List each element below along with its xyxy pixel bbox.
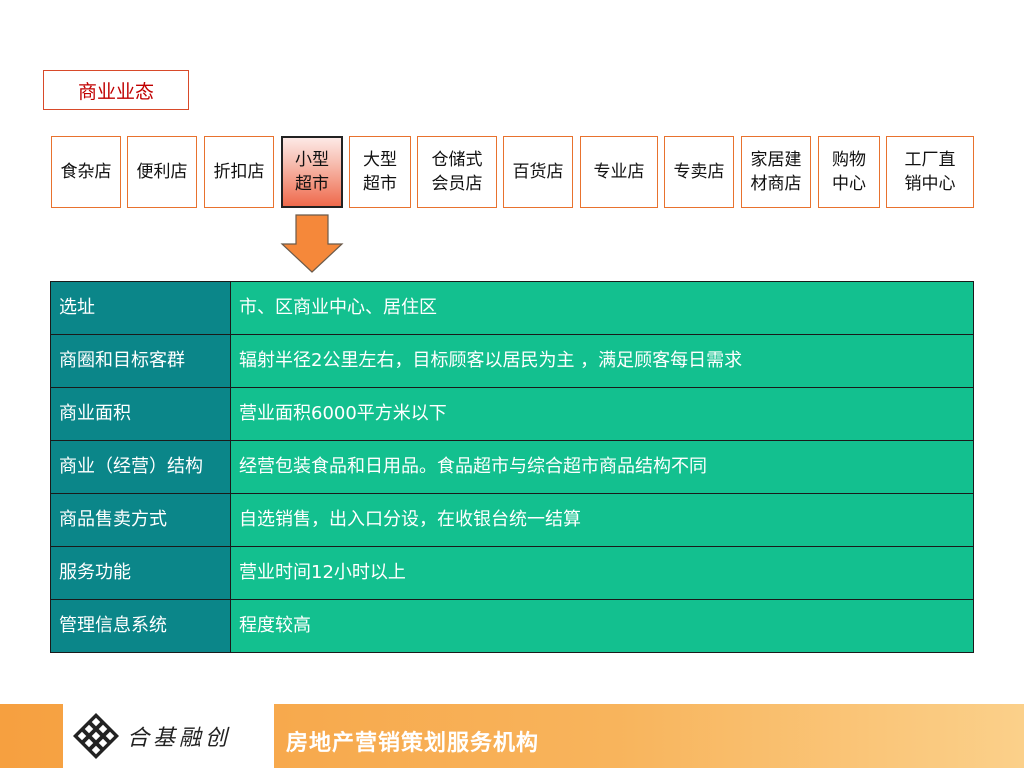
category-item[interactable]: 专业店 — [580, 136, 658, 208]
category-item[interactable]: 家居建 材商店 — [741, 136, 811, 208]
category-item[interactable]: 专卖店 — [664, 136, 734, 208]
category-item[interactable]: 工厂直 销中心 — [886, 136, 974, 208]
category-item[interactable]: 大型 超市 — [349, 136, 411, 208]
diamond-knot-icon — [73, 713, 119, 759]
row-label: 商品售卖方式 — [50, 493, 231, 547]
logo: 合基融创 — [63, 704, 274, 768]
row-label: 管理信息系统 — [50, 599, 231, 653]
table-row: 管理信息系统程度较高 — [50, 599, 974, 653]
table-row: 选址市、区商业中心、居住区 — [50, 281, 974, 335]
row-label: 选址 — [50, 281, 231, 335]
page-title: 商业业态 — [43, 70, 189, 110]
down-arrow-icon — [280, 214, 344, 273]
table-row: 商品售卖方式自选销售，出入口分设，在收银台统一结算 — [50, 493, 974, 547]
category-item-active[interactable]: 小型 超市 — [281, 136, 343, 208]
footer-tagline: 房地产营销策划服务机构 — [286, 731, 540, 756]
category-item[interactable]: 百货店 — [503, 136, 573, 208]
category-item[interactable]: 食杂店 — [51, 136, 121, 208]
category-item[interactable]: 便利店 — [127, 136, 197, 208]
row-value: 辐射半径2公里左右，目标顾客以居民为主 ，满足顾客每日需求 — [230, 334, 974, 388]
table-row: 商业面积营业面积6000平方米以下 — [50, 387, 974, 441]
category-item[interactable]: 折扣店 — [204, 136, 274, 208]
row-label: 商业（经营）结构 — [50, 440, 231, 494]
table-row: 服务功能营业时间12小时以上 — [50, 546, 974, 600]
row-value: 程度较高 — [230, 599, 974, 653]
row-value: 营业面积6000平方米以下 — [230, 387, 974, 441]
row-value: 经营包装食品和日用品。食品超市与综合超市商品结构不同 — [230, 440, 974, 494]
row-label: 商圈和目标客群 — [50, 334, 231, 388]
row-value: 自选销售，出入口分设，在收银台统一结算 — [230, 493, 974, 547]
category-item[interactable]: 购物 中心 — [818, 136, 880, 208]
row-value: 营业时间12小时以上 — [230, 546, 974, 600]
category-item[interactable]: 仓储式 会员店 — [417, 136, 497, 208]
info-table: 选址市、区商业中心、居住区商圈和目标客群辐射半径2公里左右，目标顾客以居民为主 … — [50, 281, 974, 653]
row-label: 服务功能 — [50, 546, 231, 600]
logo-text: 合基融创 — [127, 726, 232, 751]
row-label: 商业面积 — [50, 387, 231, 441]
table-row: 商业（经营）结构经营包装食品和日用品。食品超市与综合超市商品结构不同 — [50, 440, 974, 494]
row-value: 市、区商业中心、居住区 — [230, 281, 974, 335]
table-row: 商圈和目标客群辐射半径2公里左右，目标顾客以居民为主 ，满足顾客每日需求 — [50, 334, 974, 388]
